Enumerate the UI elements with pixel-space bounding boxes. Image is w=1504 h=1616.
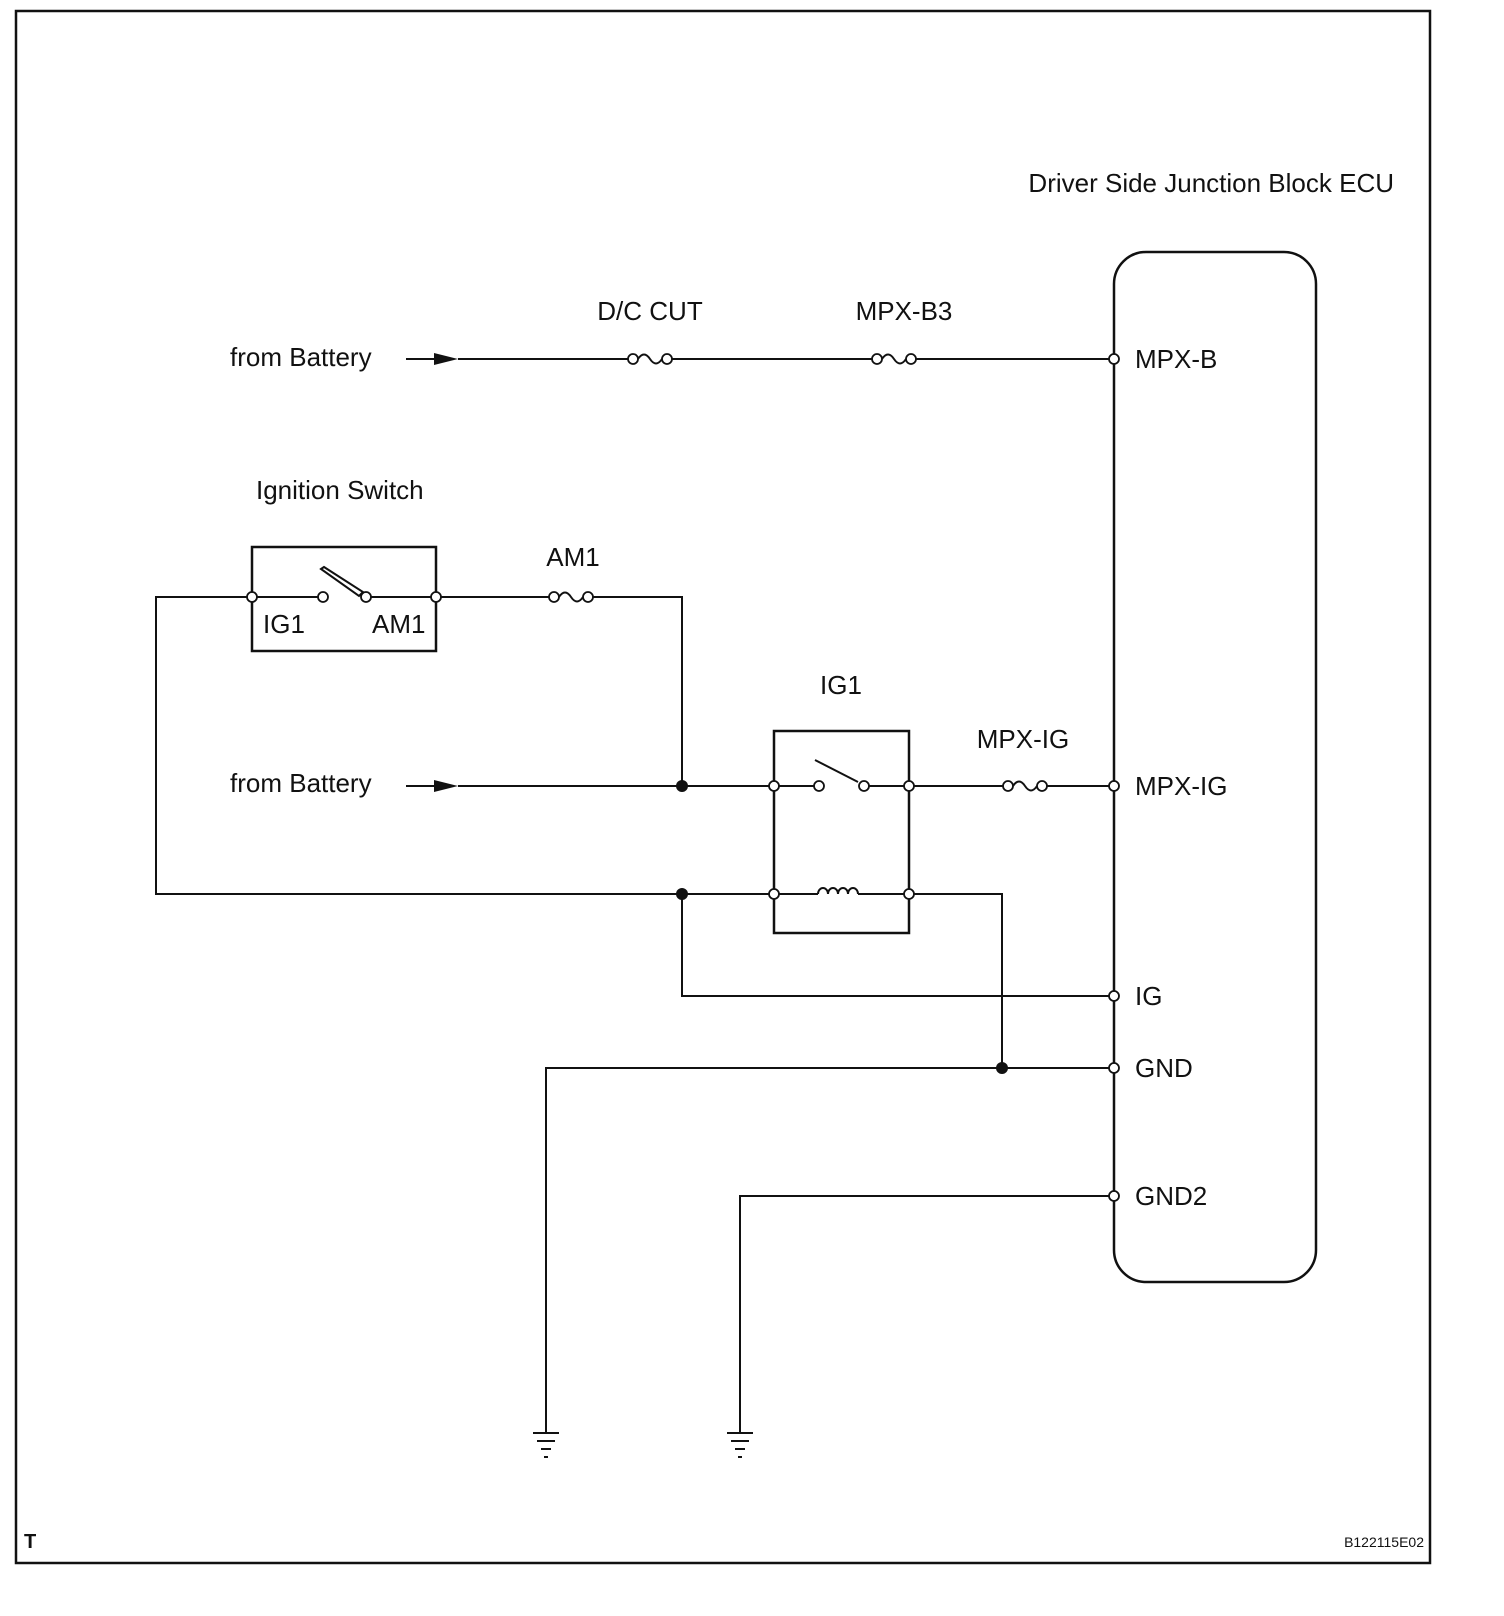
figure-code: B122115E02: [1344, 1534, 1424, 1550]
wire-to-ig-terminal: [681, 894, 1109, 997]
wire-ig1-loop: [155, 596, 769, 895]
ecu-terminal-gnd-label: GND: [1135, 1053, 1193, 1083]
mpx-ig-fuse-label: MPX-IG: [977, 724, 1069, 754]
switch-terminal-am1-label: AM1: [372, 609, 425, 639]
junction-dot: [676, 780, 688, 792]
dc-cut-fuse-label: D/C CUT: [597, 296, 703, 326]
corner-mark: T: [24, 1531, 36, 1553]
mpx-ig-fuse-icon: [1002, 780, 1048, 792]
ecu-terminal-gnd2-label: GND2: [1135, 1181, 1207, 1211]
mpx-b3-fuse-icon: [871, 353, 917, 365]
ecu-terminal-mpx-b-label: MPX-B: [1135, 344, 1217, 374]
terminal-gnd: [1108, 1062, 1120, 1074]
diagram-frame: [14, 9, 1432, 1565]
arrow-icon: [406, 353, 458, 365]
arrow-icon: [406, 780, 458, 792]
ig1-relay-label: IG1: [820, 670, 862, 700]
ignition-switch-title: Ignition Switch: [256, 475, 424, 505]
relay-terminal: [903, 780, 915, 792]
ecu-terminal-mpx-ig-label: MPX-IG: [1135, 771, 1227, 801]
switch-terminal-ig1-label: IG1: [263, 609, 305, 639]
junction-dot: [996, 1062, 1008, 1074]
ignition-switch-contact-icon: [257, 565, 431, 603]
terminal-ig: [1108, 990, 1120, 1002]
relay-terminal: [768, 780, 780, 792]
terminal-gnd2: [1108, 1190, 1120, 1202]
from-battery-top-label: from Battery: [230, 342, 372, 372]
dc-cut-fuse-icon: [627, 353, 673, 365]
ecu-block: [1112, 250, 1318, 1284]
wire-gnd2: [739, 1195, 1109, 1433]
terminal-ig1-switch: [246, 591, 258, 603]
terminal-mpx-ig: [1108, 780, 1120, 792]
mpx-b3-fuse-label: MPX-B3: [856, 296, 953, 326]
ground-icon: [727, 1432, 753, 1458]
wire-am1-to-junction: [593, 596, 683, 786]
wire-coil-to-gnd: [914, 893, 1003, 1068]
relay-terminal: [903, 888, 915, 900]
am1-fuse-label: AM1: [546, 542, 599, 572]
ig1-relay-box: [772, 729, 911, 935]
ecu-terminal-ig-label: IG: [1135, 981, 1162, 1011]
am1-fuse-icon: [548, 591, 594, 603]
terminal-am1-switch: [430, 591, 442, 603]
from-battery-middle-label: from Battery: [230, 768, 372, 798]
ground-icon: [533, 1432, 559, 1458]
wire-gnd: [545, 1067, 1109, 1433]
ecu-title: Driver Side Junction Block ECU: [1028, 168, 1394, 198]
relay-switch-contact-icon: [779, 759, 904, 792]
relay-terminal: [768, 888, 780, 900]
terminal-mpx-b: [1108, 353, 1120, 365]
relay-coil-icon: [779, 887, 904, 895]
